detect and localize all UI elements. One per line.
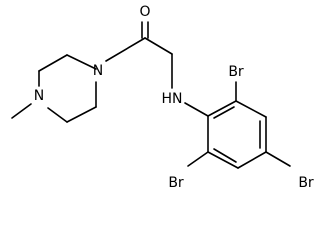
- aryl-inner-double-bond-c5-to-c6: [213, 148, 237, 163]
- methyl-bond: [11, 103, 32, 119]
- oxygen-label: O: [139, 4, 150, 20]
- left-bromine-label: Br: [168, 175, 184, 191]
- aryl-bond-c2-to-c3: [235, 100, 267, 118]
- methyl-nitrogen-label: N: [34, 88, 44, 104]
- top-bromine-label: Br: [228, 64, 244, 80]
- molecule-diagram: O N N HN Br Br Br: [11, 4, 314, 191]
- aryl-bond-c5-to-c6: [207, 151, 239, 169]
- aryl-bond-c1-to-c2: [207, 100, 237, 117]
- ring-bond-lower-carbon-to-right-carbon: [66, 106, 97, 123]
- right-bromine-bond: [265, 151, 291, 167]
- amine-to-aryl-bond: [184, 102, 209, 117]
- ring-bond-n-to-upper-left-carbon: [66, 54, 97, 70]
- left-bromine-bond: [187, 151, 209, 167]
- aryl-inner-double-bond-c1-to-c2: [213, 106, 235, 119]
- carbonyl-to-methylene-bond: [144, 37, 173, 55]
- ring-bond-methyl-nitrogen-to-lower-carbon: [47, 107, 68, 123]
- amide-n-to-carbonyl-bond: [105, 37, 146, 62]
- right-bromine-label: Br: [298, 175, 314, 191]
- aryl-bond-c4-to-c5: [237, 151, 267, 169]
- amine-label: HN: [162, 91, 183, 107]
- piperazine-nitrogen-label: N: [93, 63, 103, 79]
- ring-bond-upper-left-carbon-to-left-carbon: [38, 54, 68, 72]
- chemical-structure-canvas: O N N HN Br Br Br: [11, 4, 314, 191]
